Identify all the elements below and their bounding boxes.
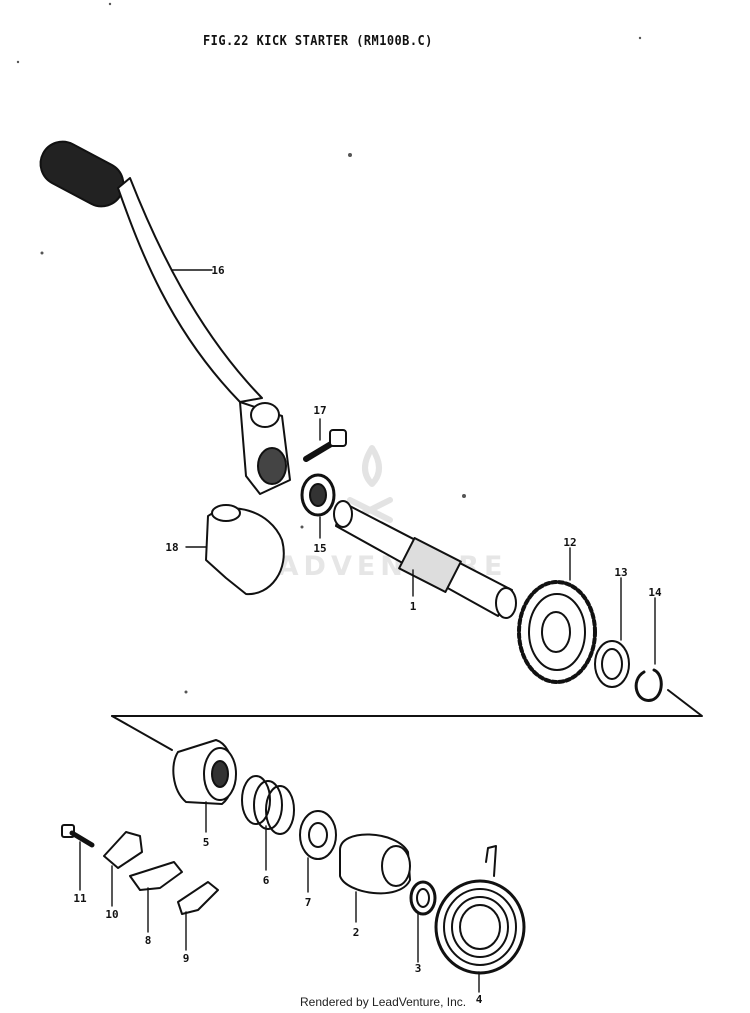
- part-callout-3: 3: [415, 962, 422, 975]
- kick-stopper: [177, 881, 219, 915]
- part-callout-18: 18: [165, 541, 178, 554]
- part-callout-11: 11: [73, 892, 87, 905]
- guide-circlip: [409, 880, 437, 916]
- figure-title: FIG.22 KICK STARTER (RM100B.C): [203, 34, 433, 49]
- part-callout-8: 8: [145, 934, 152, 947]
- ratchet-spring: [241, 775, 295, 835]
- part-callout-15: 15: [313, 542, 326, 555]
- kick-boot-cover: [205, 504, 285, 596]
- part-callout-10: 10: [105, 908, 118, 921]
- kick-shaft: [333, 500, 517, 619]
- kick-gear: [517, 580, 597, 684]
- spring-washer: [299, 810, 337, 860]
- render-credit: Rendered by LeadVenture, Inc.: [300, 995, 467, 1009]
- part-callout-1: 1: [410, 600, 417, 613]
- part-callout-5: 5: [203, 836, 210, 849]
- assembly-lead-line: [111, 715, 173, 751]
- kick-ratchet: [172, 739, 237, 805]
- oil-seal: [300, 473, 336, 517]
- part-callout-16: 16: [211, 264, 225, 277]
- part-callout-7: 7: [305, 896, 312, 909]
- return-spring: [434, 845, 526, 975]
- part-callout-13: 13: [614, 566, 627, 579]
- part-callout-9: 9: [183, 952, 190, 965]
- assembly-bracket-line: [111, 689, 703, 717]
- spring-guide: [339, 833, 411, 895]
- guide-bolt: [61, 824, 95, 848]
- part-callout-2: 2: [353, 926, 360, 939]
- part-callout-17: 17: [313, 404, 326, 417]
- part-callout-4: 4: [476, 993, 483, 1006]
- ratchet-guide: [129, 861, 183, 891]
- part-callout-12: 12: [563, 536, 576, 549]
- scan-speckles: [16, 2, 642, 694]
- stopper-plate: [103, 831, 143, 869]
- part-callout-14: 14: [648, 586, 662, 599]
- lever-bolt: [303, 429, 347, 462]
- callout-leaders: [79, 269, 656, 993]
- part-callout-6: 6: [263, 874, 270, 887]
- kick-lever: [39, 140, 291, 495]
- circlip: [634, 668, 663, 702]
